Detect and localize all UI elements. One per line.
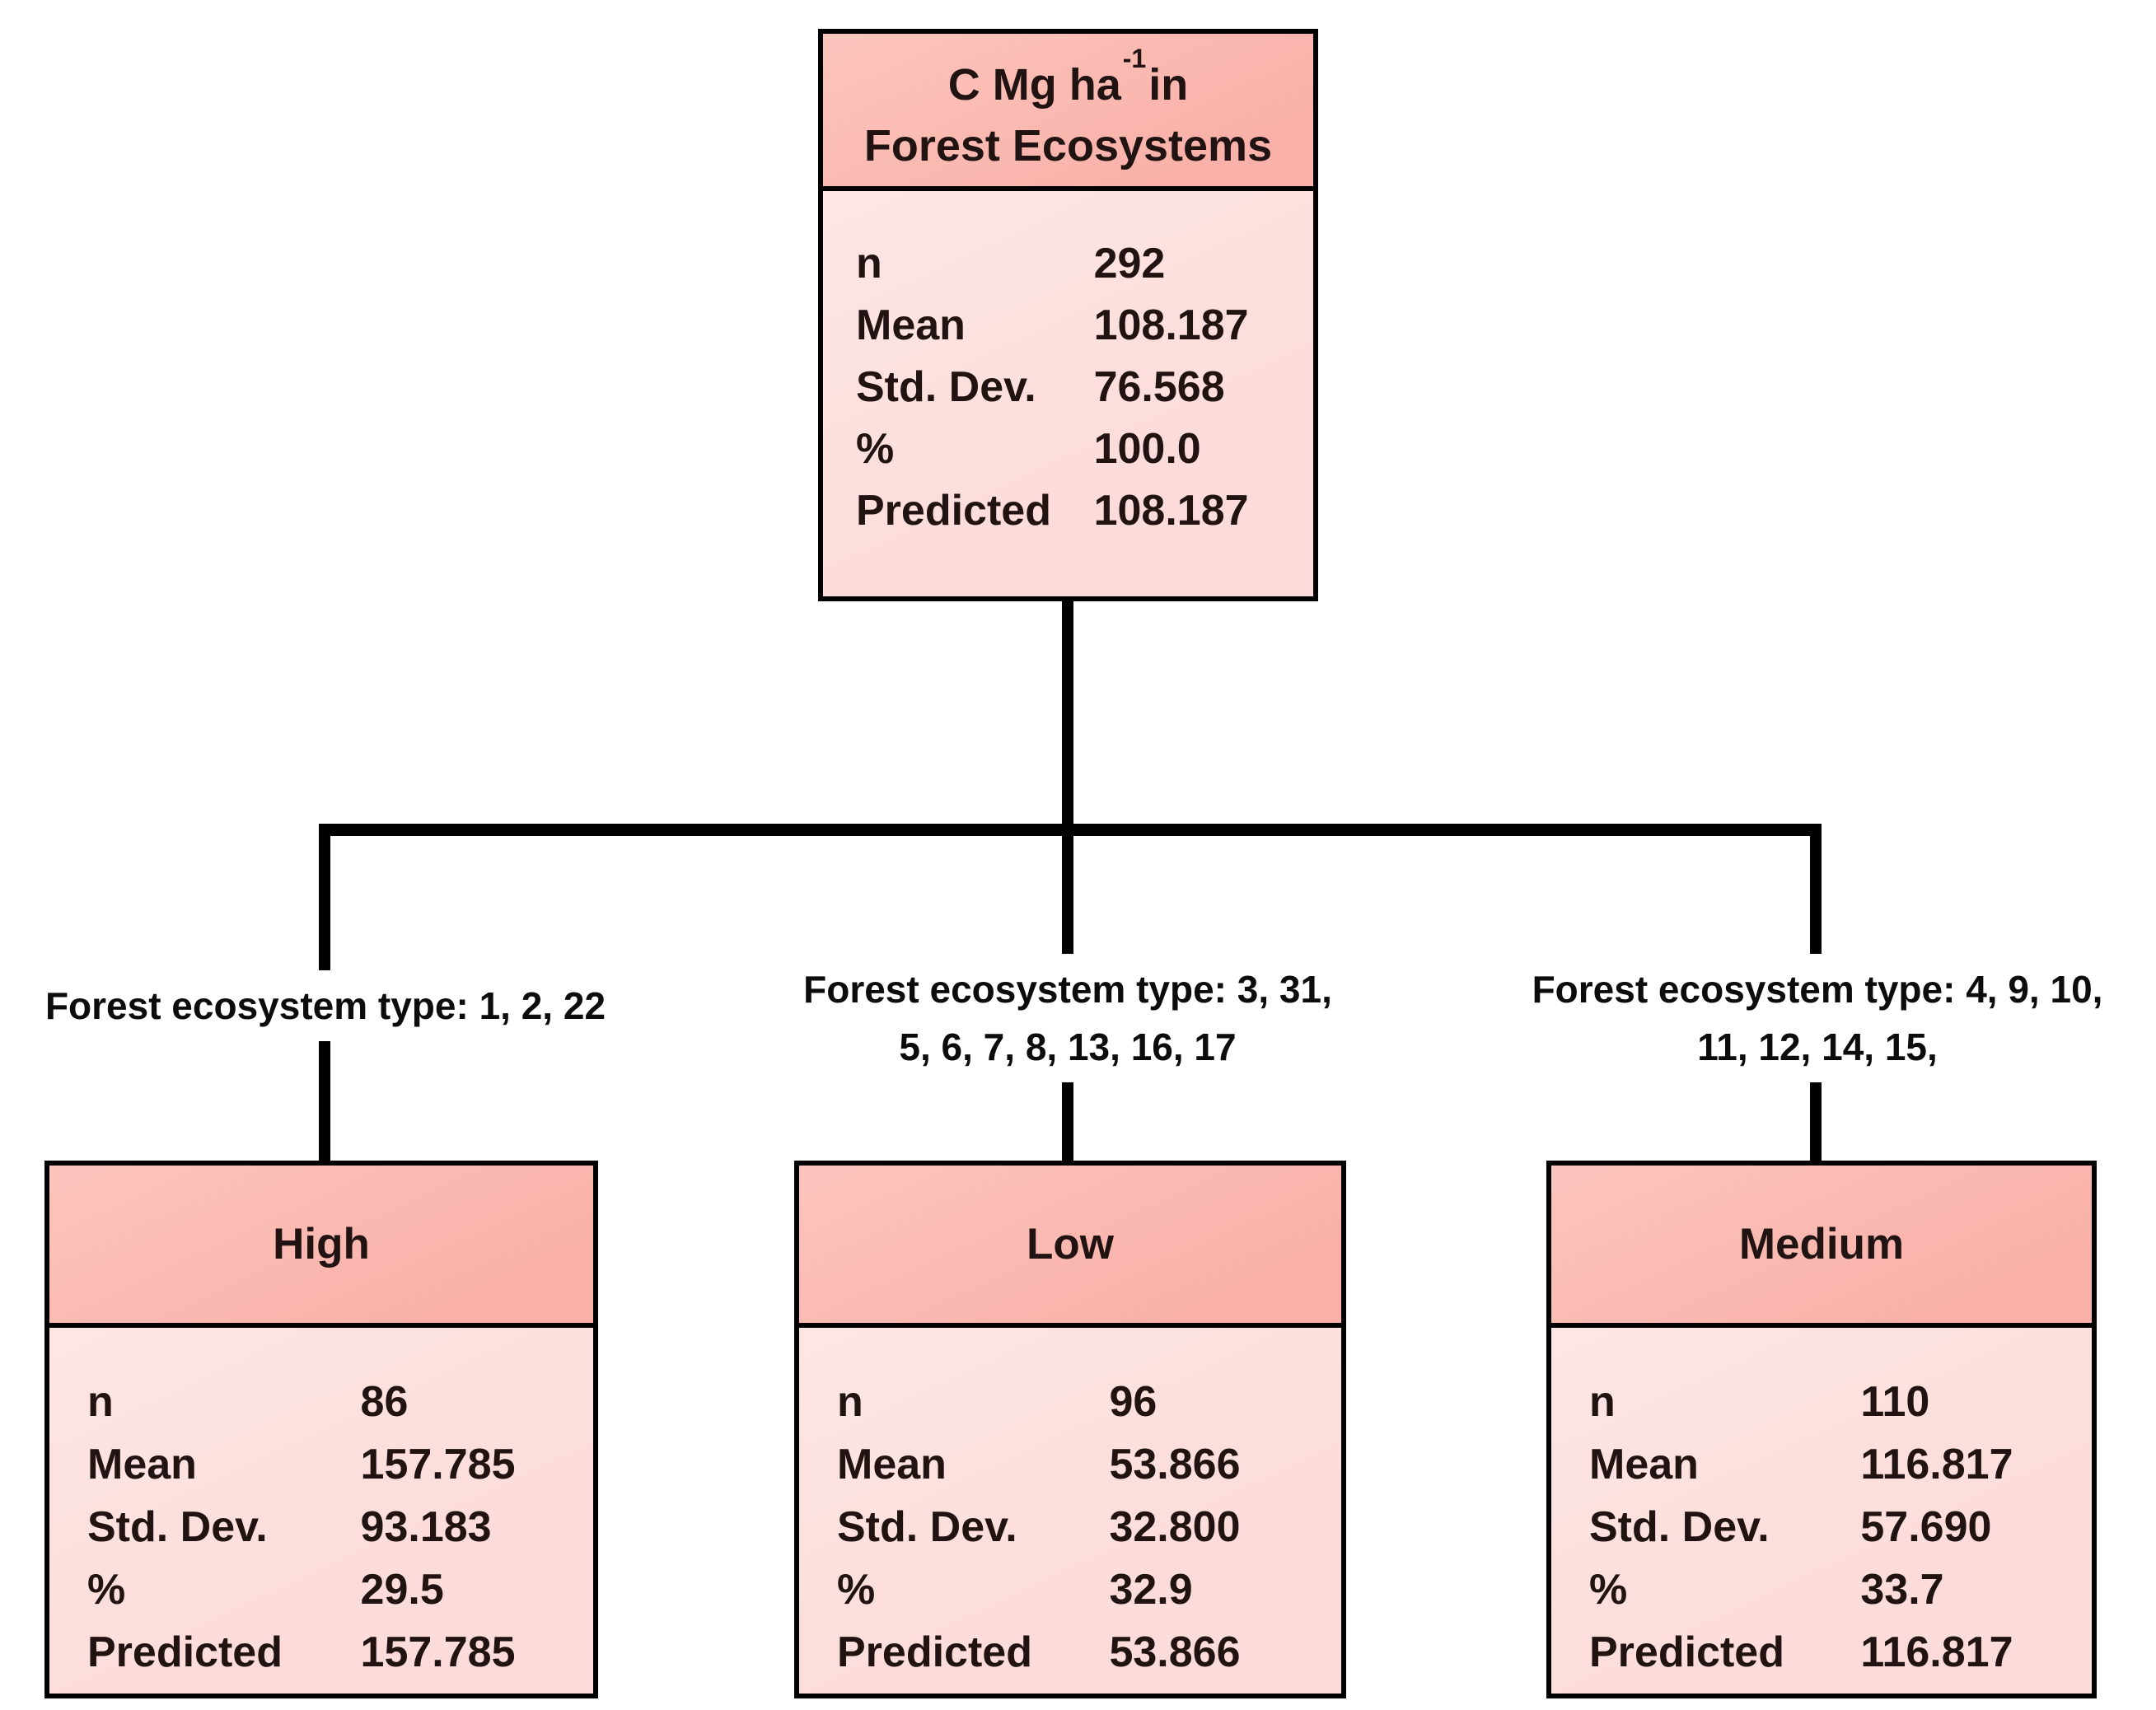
child-node-title: Medium [1738,1220,1905,1268]
stat-row: Mean 108.187 [856,301,1313,362]
stat-value: 32.9 [1109,1566,1193,1614]
child-node-title: Low [1027,1220,1114,1268]
stat-value: 53.866 [1109,1441,1241,1488]
child-node-medium: Medium n 110 Mean 116.817 Std. Dev. 57.690 … [1546,1161,2097,1698]
root-title-superscript: -1 [1122,43,1147,73]
stat-value: 32.800 [1109,1503,1241,1551]
branch-label-line1: Forest ecosystem type: 3, 31, [803,968,1332,1011]
branch-label-line2: 5, 6, 7, 8, 13, 16, 17 [899,1026,1237,1068]
stat-value: 157.785 [360,1441,516,1488]
connector-horizontal-bar [319,824,1822,836]
stat-label: n [837,1378,863,1426]
stat-label: Std. Dev. [856,363,1036,411]
stat-label: % [856,425,895,473]
stat-row: Std. Dev. 76.568 [856,362,1313,424]
stat-value: 93.183 [360,1503,492,1551]
stat-value: 76.568 [1093,363,1225,411]
child-node-header: High [49,1166,593,1328]
stat-label: Mean [1589,1441,1699,1488]
stat-value: 57.690 [1860,1503,1992,1551]
stat-row: Predicted 116.817 [1589,1628,2092,1690]
child-node-title: High [273,1220,370,1268]
stat-label: Mean [837,1441,947,1488]
stat-value: 53.866 [1109,1628,1241,1676]
stat-row: n 96 [837,1377,1341,1440]
stat-row: Mean 157.785 [87,1440,593,1502]
stat-row: Predicted 108.187 [856,486,1313,548]
stat-label: n [87,1378,114,1426]
stat-row: % 29.5 [87,1565,593,1628]
stat-value: 292 [1093,240,1166,287]
stat-value: 116.817 [1860,1628,2013,1676]
stat-label: Predicted [87,1628,283,1676]
stat-row: n 292 [856,239,1313,301]
stat-row: % 100.0 [856,424,1313,486]
root-node: C Mg ha-1in Forest Ecosystems n 292 Mean 1… [818,29,1318,601]
stat-row: Mean 53.866 [837,1440,1341,1502]
stat-row: n 86 [87,1377,593,1440]
stat-value: 86 [360,1378,409,1426]
child-node-high: High n 86 Mean 157.785 Std. Dev. 93.183 % 29… [44,1161,598,1698]
branch-label-high: Forest ecosystem type: 1, 2, 22 [0,970,651,1041]
stat-row: % 32.9 [837,1565,1341,1628]
stat-row: % 33.7 [1589,1565,2092,1628]
stat-label: % [837,1566,876,1614]
stat-value: 116.817 [1860,1441,2013,1488]
stat-row: n 110 [1589,1377,2092,1440]
root-title-suffix: in [1148,59,1189,110]
stat-row: Predicted 53.866 [837,1628,1341,1690]
stat-value: 110 [1860,1378,1930,1426]
branch-label-line2: 11, 12, 14, 15, [1697,1026,1938,1068]
stat-label: n [856,240,882,287]
stat-value: 96 [1109,1378,1158,1426]
stat-value: 157.785 [360,1628,516,1676]
stat-value: 108.187 [1093,301,1249,349]
root-title-prefix: C Mg ha [947,59,1121,110]
child-node-header: Medium [1551,1166,2092,1328]
stat-label: Mean [856,301,966,349]
stat-label: Mean [87,1441,197,1488]
root-title-line2: Forest Ecosystems [863,120,1273,171]
stat-value: 29.5 [360,1566,444,1614]
stat-label: Predicted [1589,1628,1784,1676]
stat-label: Predicted [837,1628,1032,1676]
branch-label-medium: Forest ecosystem type: 4, 9, 10, 11, 12,… [1483,954,2152,1082]
stat-row: Predicted 157.785 [87,1628,593,1690]
child-node-stats: n 96 Mean 53.866 Std. Dev. 32.800 % 32.9 Pre… [799,1328,1341,1694]
child-node-header: Low [799,1166,1341,1328]
connector-root-stem [1062,596,1073,835]
stat-row: Std. Dev. 57.690 [1589,1502,2092,1565]
stat-value: 108.187 [1093,487,1249,535]
stat-value: 100.0 [1093,425,1201,473]
stat-row: Mean 116.817 [1589,1440,2092,1502]
stat-label: % [1589,1566,1628,1614]
root-node-header: C Mg ha-1in Forest Ecosystems [823,34,1313,191]
branch-label-low: Forest ecosystem type: 3, 31, 5, 6, 7, 8… [713,954,1422,1082]
stat-row: Std. Dev. 32.800 [837,1502,1341,1565]
child-node-stats: n 110 Mean 116.817 Std. Dev. 57.690 % 33.7 P… [1551,1328,2092,1694]
stat-label: Predicted [856,487,1051,535]
child-node-stats: n 86 Mean 157.785 Std. Dev. 93.183 % 29.5 Pr… [49,1328,593,1694]
stat-label: n [1589,1378,1616,1426]
branch-label-line1: Forest ecosystem type: 4, 9, 10, [1532,968,2103,1011]
stat-label: Std. Dev. [837,1503,1017,1551]
branch-label-line1: Forest ecosystem type: 1, 2, 22 [44,984,606,1027]
stat-label: Std. Dev. [87,1503,268,1551]
stat-value: 33.7 [1860,1566,1944,1614]
stat-label: % [87,1566,126,1614]
root-title-line1: C Mg ha-1in [948,44,1188,115]
stat-label: Std. Dev. [1589,1503,1770,1551]
child-node-low: Low n 96 Mean 53.866 Std. Dev. 32.800 % 32.9… [794,1161,1346,1698]
stat-row: Std. Dev. 93.183 [87,1502,593,1565]
